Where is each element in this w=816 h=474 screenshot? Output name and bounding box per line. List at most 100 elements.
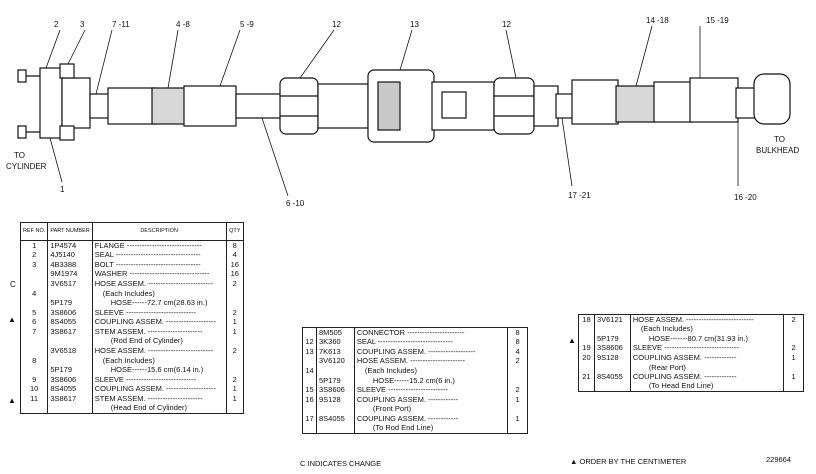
header-ref: REF NO.: [19, 222, 49, 241]
cell-qty: 2: [225, 307, 245, 318]
cell-part: 9S128: [593, 352, 631, 363]
cell-desc: SEAL ------------------------------: [353, 337, 509, 347]
cell-qty: 2: [225, 374, 245, 385]
connector-left: [317, 83, 369, 129]
leader-17-21: [561, 117, 573, 187]
cell-qty: 2: [225, 346, 245, 356]
callout-2: 2: [54, 20, 59, 29]
cell-ref: [578, 333, 595, 344]
cell-ref: [19, 336, 49, 347]
cell-qty: 2: [507, 356, 528, 366]
cell-desc: (Rod End of Cylinder): [91, 336, 227, 347]
cell-qty: [225, 298, 245, 308]
cell-qty: 2: [783, 314, 804, 325]
cell-desc: (Head End of Cylinder): [91, 403, 227, 414]
pipe-right: [555, 93, 575, 119]
callout-14-18: 14 -18: [646, 16, 669, 25]
figure-number: 229664: [766, 455, 792, 464]
leader-5-9: [219, 29, 241, 87]
table-row: (To Head End Line): [578, 381, 804, 392]
table-row: (Each Includes): [578, 324, 804, 334]
cell-part: 5P179: [47, 298, 93, 308]
cell-desc: (To Head End Line): [629, 381, 785, 392]
stem-tube: [89, 93, 111, 119]
cell-qty: 2: [507, 385, 528, 395]
cell-desc: COUPLING ASSEM. ------------: [353, 394, 509, 405]
cell-qty: 8: [507, 327, 528, 338]
cell-desc: SLEEVE ----------------------------: [91, 307, 227, 318]
header-desc: DESCRIPTION: [91, 222, 227, 241]
callout-12b: 12: [502, 20, 511, 29]
leader-13: [399, 29, 413, 71]
cell-qty: 2: [225, 278, 245, 289]
leader-7-11: [95, 29, 113, 95]
leader-12b: [505, 29, 517, 79]
sleeve-right-c: [689, 77, 739, 123]
cell-qty: [225, 336, 245, 347]
cell-qty: 1: [225, 317, 245, 327]
cell-part: [315, 404, 355, 414]
cell-part: [593, 381, 631, 392]
bolt-bottom-nut: [17, 125, 27, 139]
cell-part: [47, 403, 93, 414]
order-note: ▲ ORDER BY THE CENTIMETER: [570, 457, 687, 466]
cell-desc: SLEEVE ------------------------: [353, 385, 509, 395]
table-row: 8(Each Includes): [19, 355, 245, 366]
cell-ref: [302, 404, 317, 414]
cell-part: 3S8606: [47, 374, 93, 385]
callout-15-19: 15 -19: [706, 16, 729, 25]
cell-qty: 1: [225, 326, 245, 337]
cell-desc: CONNECTOR -----------------------: [353, 327, 509, 338]
cell-part: 9M1974: [47, 269, 93, 279]
coupling-left: [107, 87, 157, 125]
end-stem: [735, 87, 757, 119]
change-note: C INDICATES CHANGE: [300, 459, 382, 468]
table-row: (Head End of Cylinder): [19, 403, 245, 414]
cell-ref: [19, 298, 49, 308]
cell-desc: (Each Includes): [91, 355, 227, 366]
cell-desc: COUPLING ASSEM. -------------: [629, 372, 785, 382]
nut-right: [493, 77, 535, 135]
cell-desc: COUPLING ASSEM. --------------------: [91, 384, 227, 394]
hose-left: [151, 87, 187, 125]
cell-ref: 13: [302, 346, 317, 357]
cell-ref: 19: [578, 343, 595, 353]
table-row: 4(Each Includes): [19, 288, 245, 299]
leader-3: [67, 29, 86, 65]
to-cylinder-line2: CYLINDER: [6, 162, 47, 171]
cell-qty: 2: [783, 343, 804, 353]
leader-1: [49, 137, 63, 183]
cell-part: [315, 365, 355, 376]
cell-qty: [783, 381, 804, 392]
sleeve-right-a: [571, 79, 619, 125]
callout-16-20: 16 -20: [734, 193, 757, 202]
leader-6-10: [261, 117, 289, 197]
cell-ref: 5: [19, 307, 49, 318]
cell-desc: (Each Includes): [353, 365, 509, 376]
cell-ref: 9: [19, 374, 49, 385]
end-nut: [753, 73, 791, 125]
cell-desc: FLANGE ------------------------------: [91, 240, 227, 251]
cell-qty: 8: [225, 240, 245, 251]
cell-qty: [225, 365, 245, 375]
cell-ref: 16: [302, 394, 317, 405]
cell-desc: COUPLING ASSEM. -------------------: [353, 346, 509, 357]
cell-ref: [19, 403, 49, 414]
coupling-window: [441, 91, 467, 119]
leader-2: [45, 29, 61, 69]
cell-part: 8S4055: [593, 372, 631, 382]
